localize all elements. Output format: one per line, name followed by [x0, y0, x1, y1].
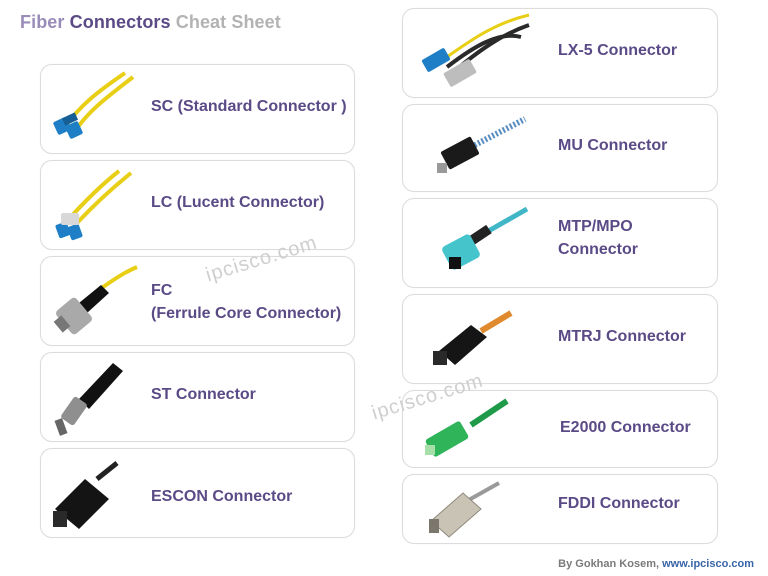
card-escon: ESCON Connector — [40, 448, 355, 538]
card-mu: MU Connector — [402, 104, 718, 192]
card-label: E2000 Connector — [560, 419, 691, 436]
card-sc: SC (Standard Connector ) — [40, 64, 355, 154]
card-label: MTRJ Connector — [558, 328, 686, 345]
credit-url[interactable]: www.ipcisco.com — [662, 558, 754, 570]
card-label: MU Connector — [558, 137, 668, 154]
fc-connector-icon — [53, 265, 138, 335]
title-word-cheat-sheet: Cheat Sheet — [175, 12, 281, 32]
title-word-fiber: Fiber — [20, 12, 65, 32]
card-label: FC(Ferrule Core Connector) — [151, 282, 342, 322]
title-word-connectors: Connectors — [69, 12, 171, 32]
credit-line: By Gokhan Kosem, www.ipcisco.com — [558, 558, 754, 570]
sc-connector-icon — [53, 71, 135, 139]
lc-connector-icon — [55, 169, 133, 241]
page-title: Fiber Connectors Cheat Sheet — [20, 12, 281, 33]
mtp-mpo-connector-icon — [442, 206, 529, 270]
e2000-connector-icon — [425, 398, 509, 457]
st-connector-icon — [54, 363, 123, 436]
lx5-connector-icon — [421, 13, 530, 87]
credit-author: By Gokhan Kosem, — [558, 558, 660, 570]
fddi-connector-icon — [429, 481, 500, 538]
card-label: SC (Standard Connector ) — [151, 98, 347, 115]
card-label: ESCON Connector — [151, 488, 293, 505]
card-label: LX-5 Connector — [558, 42, 678, 59]
card-mtrj: MTRJ Connector — [402, 294, 718, 384]
card-fddi: FDDI Connector — [402, 474, 718, 544]
card-label: ST Connector — [151, 386, 256, 403]
card-label: FDDI Connector — [558, 495, 680, 512]
mu-connector-icon — [437, 116, 527, 173]
mtrj-connector-icon — [433, 310, 513, 365]
card-lc: LC (Lucent Connector) — [40, 160, 355, 250]
card-lx5: LX-5 Connector — [402, 8, 718, 98]
card-e2000: E2000 Connector — [402, 390, 718, 468]
card-label: LC (Lucent Connector) — [151, 194, 325, 211]
card-st: ST Connector — [40, 352, 355, 442]
card-fc: FC(Ferrule Core Connector) — [40, 256, 355, 346]
escon-connector-icon — [53, 461, 119, 529]
